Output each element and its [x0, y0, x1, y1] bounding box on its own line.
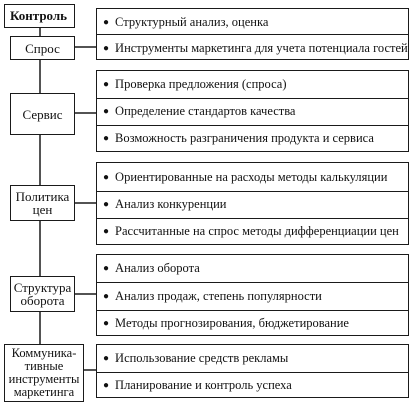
item-text: Анализ продаж, степень популярности: [115, 288, 322, 303]
bullet-icon: ●: [103, 16, 110, 28]
bullet-icon: ●: [103, 353, 110, 364]
item-text: Возможность разграничения продукта и сер…: [115, 131, 374, 145]
item-text: Анализ конкуренции: [115, 197, 227, 211]
category-box-marketing-communication: Коммуника­тивные инструменты маркетинга: [4, 344, 84, 402]
bullet-icon: ●: [103, 79, 110, 90]
diagram-title: Контроль: [10, 8, 68, 23]
divider: [97, 191, 408, 192]
item-text: Ориентированные на расходы методы кальку…: [115, 169, 388, 184]
item-text: Использование средств рекламы: [115, 351, 289, 365]
bullet-icon: ●: [103, 379, 110, 391]
item-text: Рассчитанные на спрос методы дифференциа…: [115, 224, 399, 238]
item-text: Структурный анализ, оценка: [115, 14, 269, 29]
list-item: ● Анализ конкуренции: [103, 191, 404, 218]
bullet-icon: ●: [103, 106, 110, 117]
list-item: ● Методы прогнозирования, бюджетирование: [103, 310, 404, 337]
bullet-icon: ●: [103, 199, 110, 210]
bullet-icon: ●: [103, 42, 110, 54]
list-item: ● Определение стандартов качества: [103, 98, 404, 125]
list-item: ● Планирование и контроль успеха: [103, 372, 404, 398]
divider: [97, 34, 408, 35]
list-item: ● Использование средств рекламы: [103, 345, 404, 372]
category-label: Сервис: [22, 106, 63, 122]
divider: [97, 98, 408, 99]
category-box-price-policy: Политика цен: [10, 185, 75, 221]
diagram-title-box: Контроль: [4, 4, 75, 28]
divider: [97, 218, 408, 219]
list-item: ● Структурный анализ, оценка: [103, 9, 404, 35]
category-box-demand: Спрос: [10, 36, 75, 60]
bullet-icon: ●: [103, 263, 110, 274]
category-label: Структура оборота: [13, 280, 72, 308]
category-label: Спрос: [25, 40, 60, 56]
items-group-marketing-communication: ● Использование средств рекламы ● Планир…: [96, 344, 409, 398]
items-group-turnover-structure: ● Анализ оборота ● Анализ продаж, степен…: [96, 254, 409, 336]
items-group-demand: ● Структурный анализ, оценка ● Инструмен…: [96, 8, 409, 60]
bullet-icon: ●: [103, 171, 110, 183]
divider: [97, 125, 408, 126]
category-label: Политика цен: [15, 189, 70, 217]
divider: [97, 310, 408, 311]
item-text: Планирование и контроль успеха: [115, 377, 292, 392]
items-group-price-policy: ● Ориентированные на расходы методы каль…: [96, 162, 409, 245]
bullet-icon: ●: [103, 290, 110, 302]
divider: [97, 372, 408, 373]
category-box-turnover-structure: Структура оборота: [10, 276, 75, 312]
list-item: ● Анализ продаж, степень популярности: [103, 282, 404, 310]
divider: [97, 282, 408, 283]
item-text: Проверка предложения (спроса): [115, 77, 287, 91]
item-text: Инструменты маркетинга для учета потенци…: [115, 40, 408, 55]
bullet-icon: ●: [103, 318, 110, 329]
list-item: ● Ориентированные на расходы методы каль…: [103, 163, 404, 191]
item-text: Определение стандартов качества: [115, 104, 296, 118]
category-label: Коммуника­тивные инструменты маркетинга: [8, 346, 80, 399]
bullet-icon: ●: [103, 133, 110, 144]
category-box-service: Сервис: [10, 93, 75, 135]
list-item: ● Анализ оборота: [103, 255, 404, 282]
list-item: ● Инструменты маркетинга для учета потен…: [103, 35, 408, 61]
bullet-icon: ●: [103, 226, 110, 237]
list-item: ● Рассчитанные на спрос методы дифференц…: [103, 218, 404, 245]
list-item: ● Проверка предложения (спроса): [103, 71, 404, 98]
item-text: Методы прогнозирования, бюджетирование: [115, 316, 349, 330]
items-group-service: ● Проверка предложения (спроса) ● Опреде…: [96, 70, 409, 152]
item-text: Анализ оборота: [115, 261, 200, 275]
list-item: ● Возможность разграничения продукта и с…: [103, 125, 404, 152]
